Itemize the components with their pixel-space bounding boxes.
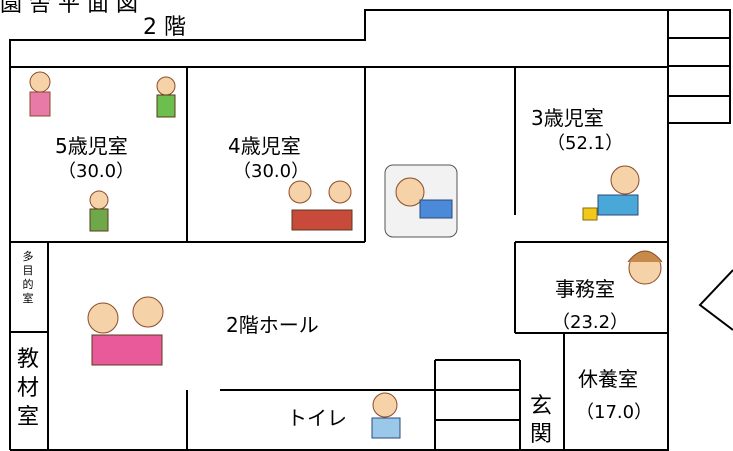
staff-illustration <box>627 250 663 285</box>
room-age4-name: 4歳児室 <box>228 134 301 158</box>
room-age5-area: （30.0） <box>58 161 135 182</box>
plan-title: 園 舎 平 面 図 <box>0 0 138 17</box>
room-materials-char: 材 <box>16 376 39 401</box>
room-hall-name: 2階ホール <box>226 313 319 337</box>
room-office-area: （23.2） <box>552 312 629 333</box>
room-entrance-char: 関 <box>529 422 552 447</box>
room-multi-label: 多 目 的 室 <box>18 250 38 306</box>
child-illustration <box>156 76 176 118</box>
toilet-child-illustration <box>371 392 401 439</box>
room-entrance-char: 玄 <box>529 394 552 419</box>
sleeping-child-illustration <box>384 164 458 238</box>
outer-wall <box>9 9 669 451</box>
room-rest-name: 休養室 <box>578 367 638 391</box>
room-age4-area: （30.0） <box>233 161 310 182</box>
room-multi-char: 室 <box>22 292 34 305</box>
crawling-child-illustration <box>582 165 640 221</box>
room-toilet-name: トイレ <box>287 406 347 430</box>
room-multi-char: 目 <box>22 264 34 277</box>
child-illustration <box>89 190 109 232</box>
room-rest-area: （17.0） <box>576 402 653 423</box>
room-entrance-label: 玄 関 <box>528 393 554 449</box>
balcony-marker <box>698 269 733 331</box>
children-hall-illustration <box>87 296 164 366</box>
room-age5-name: 5歳児室 <box>55 134 128 158</box>
room-age3-name: 3歳児室 <box>531 106 604 130</box>
illustrations <box>29 71 663 439</box>
room-materials-char: 教 <box>16 347 39 372</box>
child-illustration <box>29 71 51 117</box>
room-office-name: 事務室 <box>555 277 615 301</box>
room-materials-label: 教 材 室 <box>15 345 41 432</box>
walls <box>9 9 733 451</box>
children-playing-illustration <box>288 180 353 231</box>
room-multi-char: 的 <box>22 278 34 291</box>
room-age3-area: （52.1） <box>547 133 624 154</box>
room-multi-char: 多 <box>22 250 34 263</box>
floor-label: 2 階 <box>143 15 186 40</box>
room-materials-char: 室 <box>16 405 39 430</box>
